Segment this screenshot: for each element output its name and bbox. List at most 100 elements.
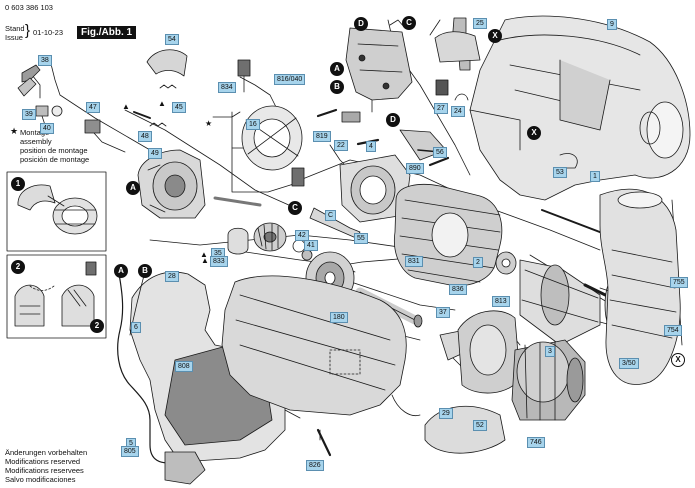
part-label-180: 180 xyxy=(330,312,348,323)
part-label-4: 4 xyxy=(366,141,376,152)
part-label-40: 40 xyxy=(40,123,54,134)
auxiliary-handle-icon xyxy=(541,188,681,385)
part-label-833: 833 xyxy=(210,256,228,267)
brush-plate-icon xyxy=(241,105,303,171)
part-label-C: C xyxy=(325,210,337,221)
drill-chuck-icon xyxy=(511,339,586,421)
spring-icon xyxy=(159,84,177,89)
part-label-819: 819 xyxy=(313,131,331,142)
figure-label: Fig./Abb. 1 xyxy=(77,26,137,39)
footer-line-4: Salvo modificaciones xyxy=(5,475,76,484)
inset-frame-2 xyxy=(6,254,107,339)
part-label-834: 834 xyxy=(218,82,236,93)
part-label-25: 25 xyxy=(473,18,487,29)
part-label-53: 53 xyxy=(553,167,567,178)
part-label-16: 16 xyxy=(246,119,260,130)
brace: } xyxy=(25,22,31,39)
gear-case-icon xyxy=(439,310,521,394)
part-label-28: 28 xyxy=(165,271,179,282)
marker-circle-1-0: 1 xyxy=(11,177,25,191)
part-label-754: 754 xyxy=(664,325,682,336)
field-housing-icon xyxy=(339,154,411,223)
triangle-marker-28: ▲ xyxy=(200,250,208,259)
part-label-47: 47 xyxy=(86,102,100,113)
issue-label: Issue xyxy=(5,33,23,42)
part-label-48: 48 xyxy=(138,131,152,142)
stand-label: Stand xyxy=(5,24,25,33)
inset-2-brush-spring-icon xyxy=(14,261,97,327)
switch-lever-icon xyxy=(21,64,41,83)
marker-circle-A-7: A xyxy=(330,62,344,76)
part-label-9: 9 xyxy=(607,19,617,30)
carbon-brush-2-icon xyxy=(291,167,305,187)
cover-cap-icon xyxy=(146,49,188,77)
marker-circle-C-12: C xyxy=(288,201,302,215)
stator-icon xyxy=(393,183,503,287)
marker-circle-B-4: B xyxy=(138,264,152,278)
switch-unit-icon xyxy=(345,27,413,113)
inset-1-brush-holder-ring-icon xyxy=(17,184,98,235)
carbon-brush-icon xyxy=(237,59,251,77)
inset-frame-1 xyxy=(6,171,107,252)
part-label-29: 29 xyxy=(439,408,453,419)
marker-circle-B-8: B xyxy=(330,80,344,94)
part-label-37: 37 xyxy=(436,307,450,318)
montage-star-16: ★ xyxy=(205,119,213,128)
marker-circle-2-1: 2 xyxy=(11,260,25,274)
part-label-813: 813 xyxy=(492,296,510,307)
part-label-55: 55 xyxy=(354,233,368,244)
marker-circle-D-6: D xyxy=(354,17,368,31)
part-label-24: 24 xyxy=(451,106,465,117)
part-label-38: 38 xyxy=(38,55,52,66)
part-number: 0 603 386 103 xyxy=(5,3,53,12)
part-label-52: 52 xyxy=(473,420,487,431)
montage-star: ★ xyxy=(10,126,19,136)
part-label-808: 808 xyxy=(175,361,193,372)
triangle-marker-833: ▲ xyxy=(201,256,209,265)
part-label-1: 1 xyxy=(590,171,600,182)
part-label-42: 42 xyxy=(295,230,309,241)
marker-circle-X-9: X xyxy=(488,29,502,43)
part-label-831: 831 xyxy=(405,256,423,267)
part-label-746: 746 xyxy=(527,437,545,448)
footer-line-3: Modifications reservees xyxy=(5,466,84,475)
marker-circle-D-11: D xyxy=(386,113,400,127)
footer-line-2: Modifications reserved xyxy=(5,457,81,466)
clip-block-icon xyxy=(435,79,449,96)
housing-half-icon xyxy=(469,15,691,201)
bearing-icon xyxy=(227,227,249,255)
fan-icon xyxy=(253,222,287,252)
plug-icon xyxy=(164,451,206,485)
montage-line-4: posición de montage xyxy=(20,155,90,164)
clip-icon xyxy=(84,119,101,134)
part-label-826: 826 xyxy=(306,460,324,471)
montage-line-3: position de montage xyxy=(20,146,88,155)
part-label-3: 3 xyxy=(545,346,555,357)
part-label-755: 755 xyxy=(670,277,688,288)
screw-icon xyxy=(316,108,338,118)
part-label-39: 39 xyxy=(22,109,36,120)
part-label-6: 6 xyxy=(131,322,141,333)
part-label-890: 890 xyxy=(406,163,424,174)
guard-icon xyxy=(424,405,506,454)
screw-826-icon xyxy=(316,428,332,457)
part-label-49: 49 xyxy=(148,148,162,159)
part-label-27: 27 xyxy=(434,103,448,114)
part-label-54: 54 xyxy=(165,34,179,45)
marker-circle-A-13: A xyxy=(126,181,140,195)
part-label-805: 805 xyxy=(121,446,139,457)
part-label-41: 41 xyxy=(304,240,318,251)
main-housing-icon xyxy=(129,271,421,463)
issue-date: 01-10-23 xyxy=(33,28,64,37)
part-label-836: 836 xyxy=(449,284,467,295)
bearing-shield-icon xyxy=(137,149,206,219)
triangle-marker-49: ▲ xyxy=(158,99,166,108)
part-label-22: 22 xyxy=(334,140,348,151)
marker-circle-X-10: X xyxy=(527,126,541,140)
footer-line-1: Änderungen vorbehalten xyxy=(5,448,88,457)
marker-circle-C-5: C xyxy=(402,16,416,30)
wire-clip-icon xyxy=(559,153,578,169)
montage-line-1: Montage xyxy=(20,128,50,137)
part-label-3-50: 3/50 xyxy=(619,358,639,369)
